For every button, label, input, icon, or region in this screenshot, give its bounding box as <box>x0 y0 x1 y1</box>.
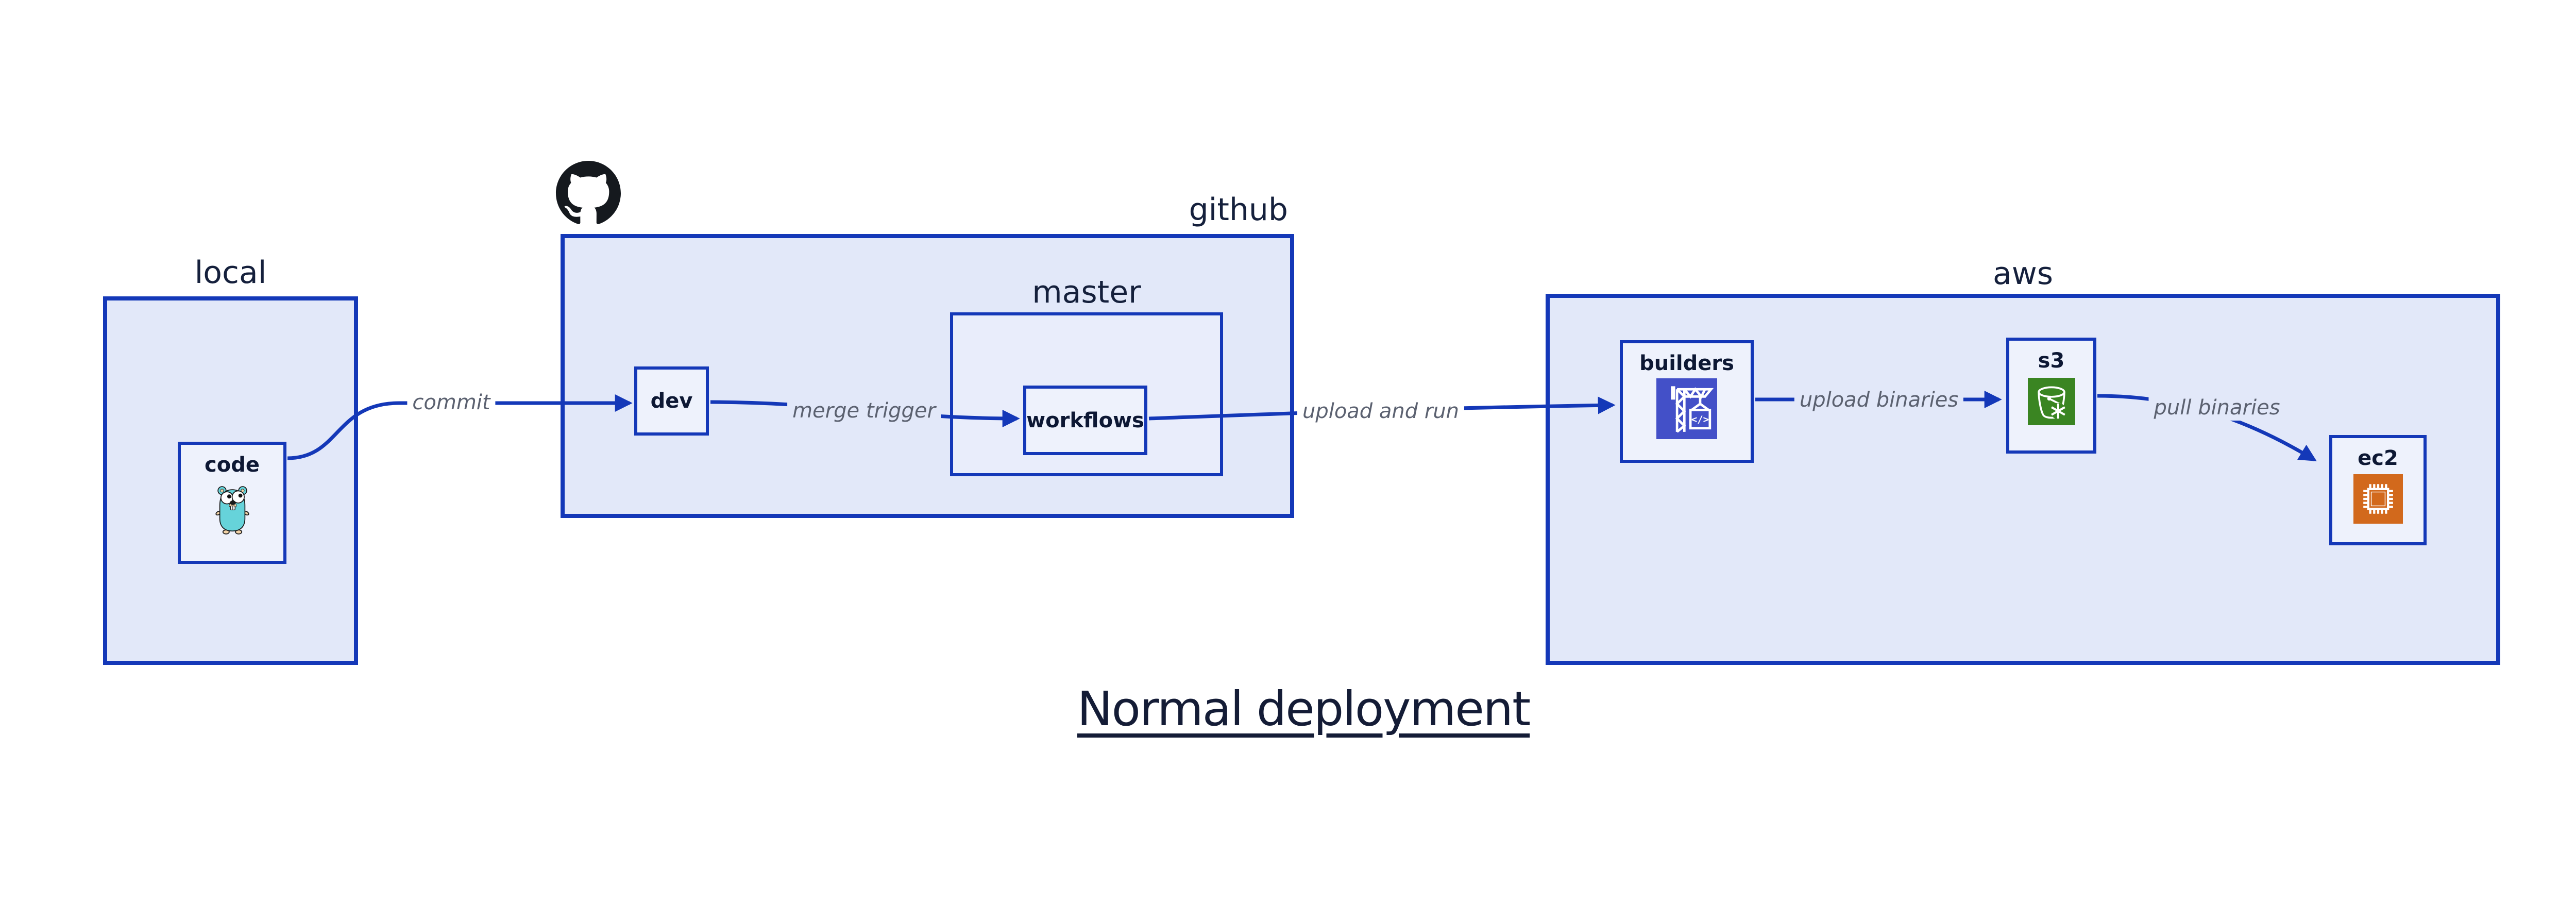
group-label-aws: aws <box>1992 256 2054 292</box>
edge-label-pull-binaries: pull binaries <box>2148 395 2285 421</box>
edge-commit <box>287 394 633 460</box>
node-ec2: ec2 <box>2329 435 2427 545</box>
group-label-local: local <box>194 255 267 291</box>
edge-label-commit: commit <box>407 390 496 415</box>
group-label-github: github <box>1189 192 1288 228</box>
diagram-title: Normal deployment <box>1077 681 1531 737</box>
edge-label-upload-and-run: upload and run <box>1297 398 1465 424</box>
node-label-s3: s3 <box>2038 349 2065 373</box>
ec2-chip-icon <box>2353 474 2403 524</box>
node-builders: builders </> <box>1620 340 1754 463</box>
node-dev: dev <box>634 366 709 436</box>
node-code: code <box>178 442 286 564</box>
go-gopher-icon <box>215 486 249 534</box>
node-label-dev: dev <box>650 389 693 413</box>
node-workflows: workflows <box>1023 386 1147 455</box>
code-glyph: </> <box>1691 414 1709 425</box>
s3-bucket-snowflake-icon <box>2027 378 2075 425</box>
codebuild-crane-icon: </> <box>1656 378 1717 439</box>
node-label-builders: builders <box>1639 352 1734 375</box>
group-label-master: master <box>1032 274 1141 310</box>
node-label-ec2: ec2 <box>2358 446 2398 470</box>
edge-label-merge-trigger: merge trigger <box>787 398 941 424</box>
node-label-code: code <box>205 453 260 477</box>
node-label-workflows: workflows <box>1026 408 1144 432</box>
github-octocat-icon <box>556 161 621 224</box>
node-s3: s3 <box>2006 338 2096 454</box>
edge-label-upload-binaries: upload binaries <box>1794 387 1964 413</box>
